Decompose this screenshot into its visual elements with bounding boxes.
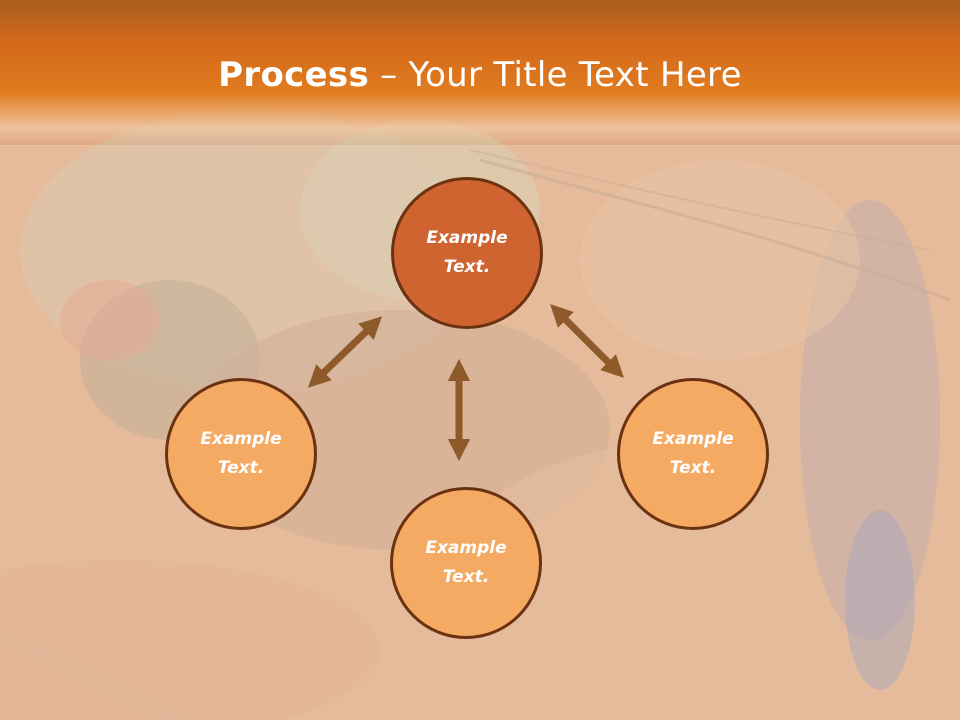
arrow-center-right [550,304,624,378]
node-bottom: Example Text. [390,487,542,639]
arrow-center-left [307,316,383,388]
title-rest: Your Title Text Here [408,55,742,95]
slide-title: Process – Your Title Text Here [0,52,960,98]
node-bottom-label: Example Text. [425,538,507,587]
node-right: Example Text. [617,378,769,530]
node-left: Example Text. [165,378,317,530]
node-center: Example Text. [391,177,543,329]
title-separator: – [369,55,409,95]
title-bar [0,0,960,150]
node-center-label: Example Text. [426,228,508,277]
node-right-label: Example Text. [652,429,734,478]
node-left-label: Example Text. [200,429,282,478]
title-bold: Process [218,55,370,95]
